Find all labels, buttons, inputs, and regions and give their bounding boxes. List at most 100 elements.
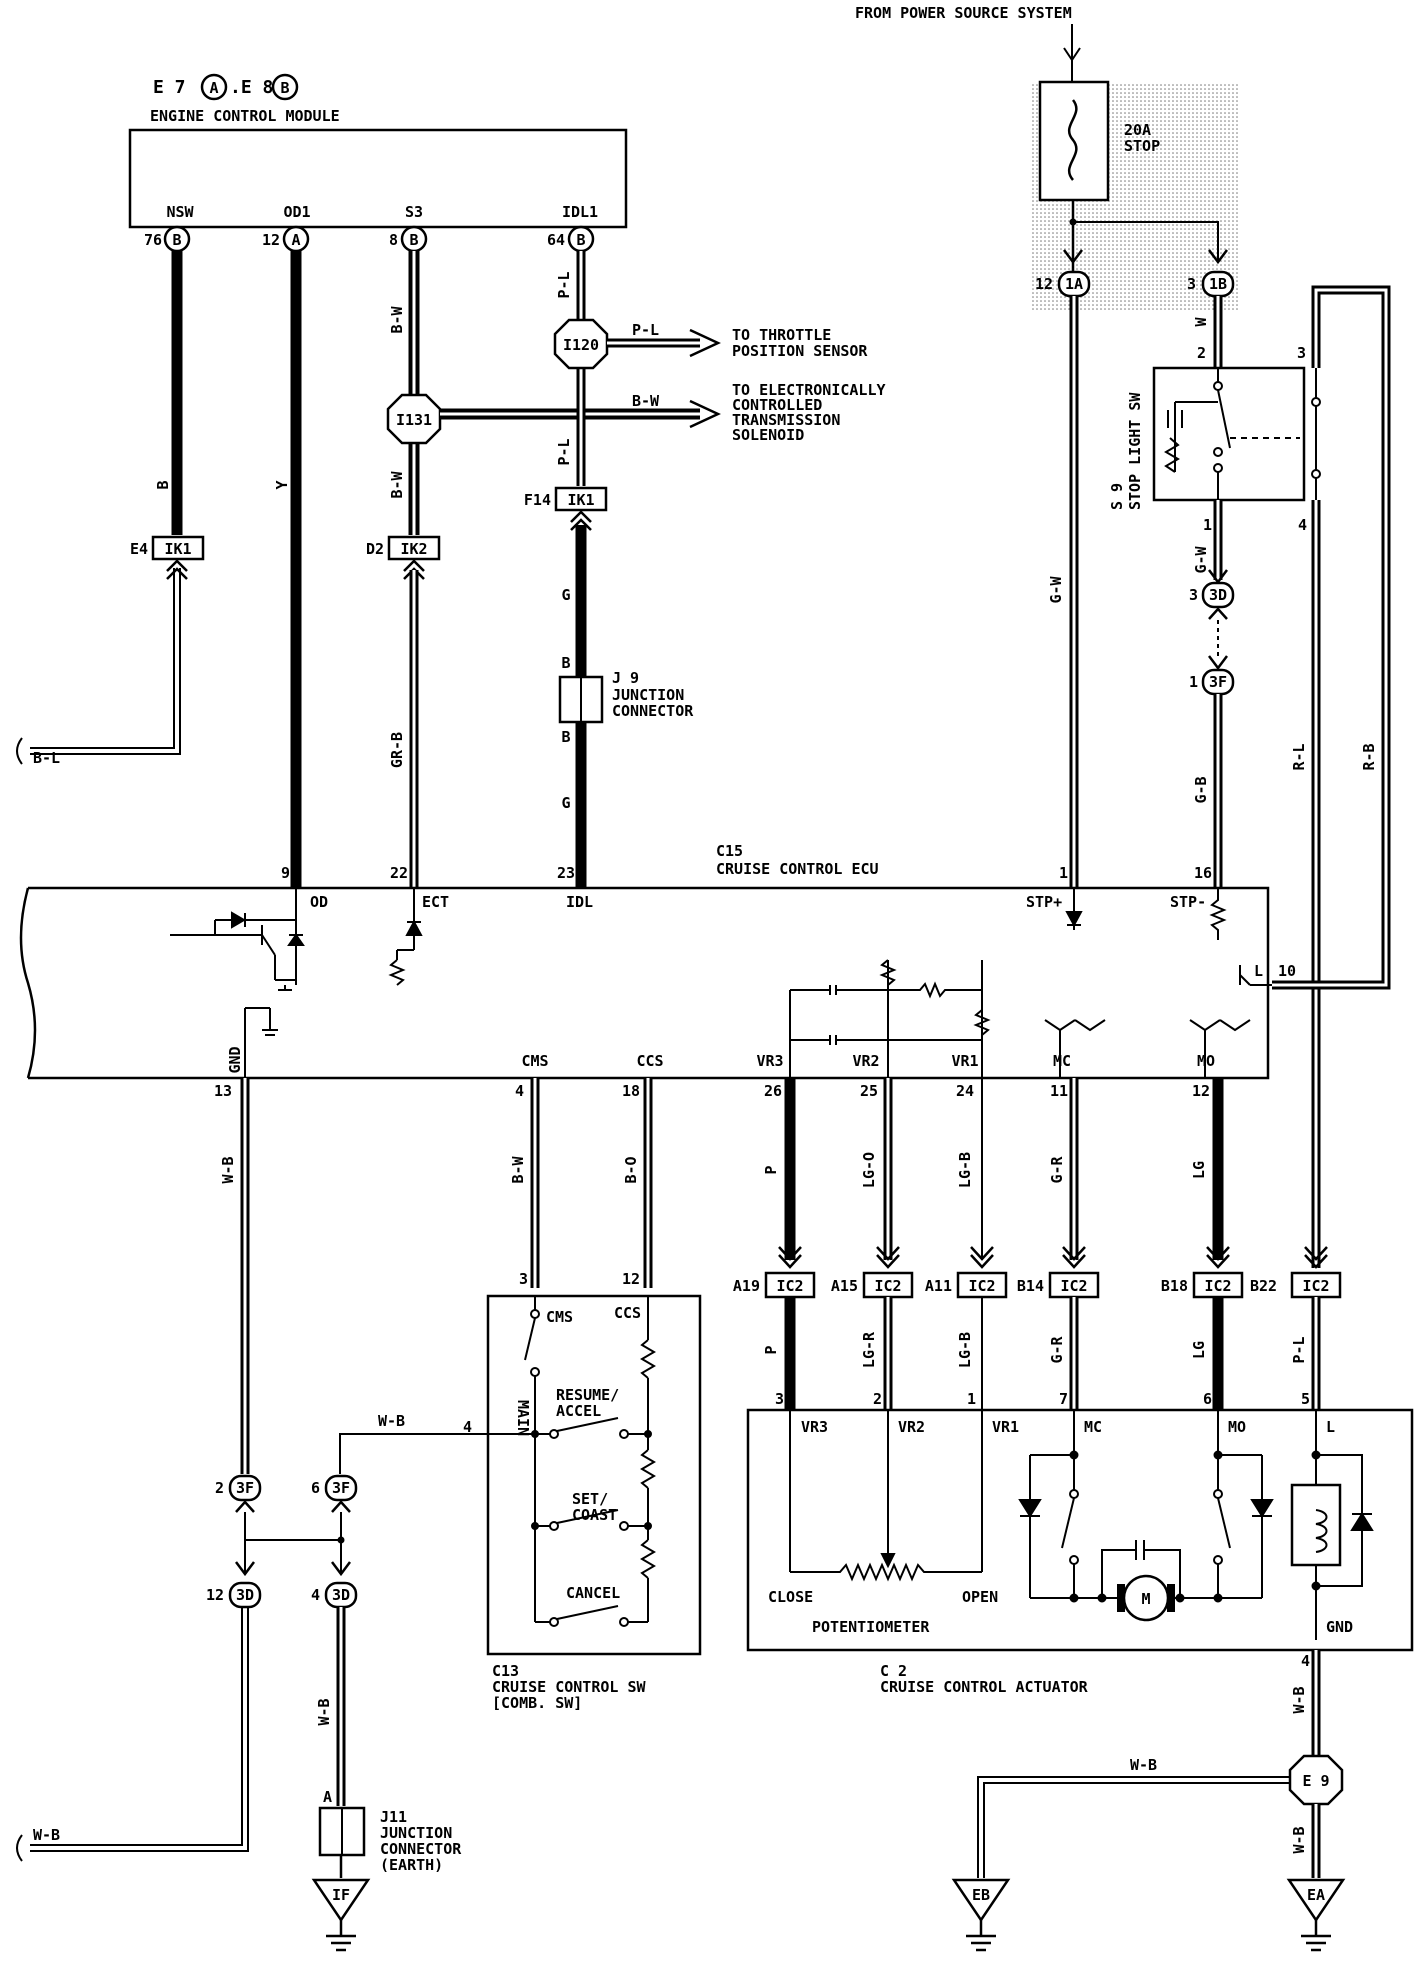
dest-ect-1: TO ELECTRONICALLY [732,381,886,399]
act-pin3: 3 [775,1390,784,1408]
ecu-pin-ccs: CCS [636,1052,663,1070]
ecu-pin-1: 1 [1059,864,1068,882]
ecu-pin-26: 26 [764,1082,782,1100]
ecu-pin-22: 22 [390,864,408,882]
junction-i120: I120 [553,318,609,370]
wire-lg-b-2: LG-B [956,1332,974,1368]
svg-text:B22: B22 [1250,1277,1277,1295]
j9-code: J 9 [612,669,639,687]
svg-text:1B: 1B [1209,275,1227,293]
sw-pin12: 12 [622,1270,640,1288]
svg-text:IDL1: IDL1 [562,203,598,221]
dest-tps-1: TO THROTTLE [732,326,831,344]
j11-l1: JUNCTION [380,1824,452,1842]
ecu-pin-vr2: VR2 [852,1052,879,1070]
svg-text:E4: E4 [130,540,148,558]
ic2-chevrons [778,1246,1328,1269]
svg-text:F14: F14 [524,491,551,509]
svg-text:IF: IF [332,1886,350,1904]
svg-text:IK1: IK1 [164,540,191,558]
j11-l3: (EARTH) [380,1856,443,1874]
wire-w-b-gnd: W-B [219,1156,237,1183]
conn-3d-stop: 3 3D [1189,581,1235,609]
ecu-pin-11: 11 [1050,1082,1068,1100]
svg-text:76: 76 [144,231,162,249]
connector-ik1-e4: E4 IK1 [130,535,205,561]
wire-w-b-j11: W-B [315,1698,333,1725]
wire-b-1: B [561,654,570,672]
svg-text:1A: 1A [1065,275,1083,293]
svg-text:3: 3 [1187,275,1196,293]
svg-text:.E 8: .E 8 [230,77,273,98]
wire-g-r-mc: G-R [1048,1155,1066,1183]
gnd-chevrons [235,1500,351,1577]
act-open: OPEN [962,1588,998,1606]
ecu-internals [170,888,1272,1078]
connector-ik1-f14: F14 IK1 [524,486,608,512]
ecu-pin-24: 24 [956,1082,974,1100]
act-vr1: VR1 [992,1418,1019,1436]
ecu-pin-l: L [1254,962,1263,980]
stop-light-code: S 9 [1108,483,1126,510]
ecu-pin-stp-minus: STP- [1170,893,1206,911]
conn-ic2-a11: A11 IC2 [925,1271,1008,1299]
wire-p-vr3-b: P [762,1345,780,1354]
j11-code: J11 [380,1808,407,1826]
junction-connector-j11 [318,1806,366,1857]
sw-accel: ACCEL [556,1402,601,1420]
svg-text:I131: I131 [396,411,432,429]
j11-pin-a: A [323,1788,332,1806]
ground-eb: EB [951,1878,1011,1952]
wire-p-l-right: P-L [632,321,659,339]
svg-text:IC2: IC2 [1060,1277,1087,1295]
ecu-pin-od: OD [310,893,328,911]
act-pin2: 2 [873,1390,882,1408]
act-name: CRUISE CONTROL ACTUATOR [880,1678,1089,1696]
sw-pin4: 4 [463,1418,472,1436]
ecu-pin-12: 12 [1192,1082,1210,1100]
ecm-title: ENGINE CONTROL MODULE [150,107,340,125]
wire-g-1: G [561,586,570,604]
wire-y-od1: Y [273,480,291,489]
junction-i131: I131 [386,393,442,445]
ecu-pin-16: 16 [1194,864,1212,882]
act-vr2: VR2 [898,1418,925,1436]
conn-3f-stop: 1 3F [1189,668,1235,696]
svg-text:IC2: IC2 [874,1277,901,1295]
stop-sw-pin1: 1 [1203,516,1212,534]
dest-ect-2: CONTROLLED [732,396,822,414]
act-pin5: 5 [1301,1390,1310,1408]
ecu-pin-cms: CMS [521,1052,548,1070]
ecu-code: C15 [716,842,743,860]
wire-b-w-cms: B-W [509,1155,527,1183]
ecu-pin-13: 13 [214,1082,232,1100]
svg-text:B: B [576,231,585,249]
svg-text:B14: B14 [1017,1277,1044,1295]
svg-text:E 9: E 9 [1302,1772,1329,1790]
svg-text:1: 1 [1189,673,1198,691]
wire-w-b-c2: W-B [1290,1686,1308,1713]
act-l: L [1326,1418,1335,1436]
svg-text:B: B [409,231,418,249]
wire-p-l-l: P-L [1290,1336,1308,1363]
junction-connector-j9 [558,675,604,724]
svg-text:A: A [209,79,218,97]
dest-tps-2: POSITION SENSOR [732,342,868,360]
cruise-control-ecu-box [19,886,1270,1080]
ecu-name: CRUISE CONTROL ECU [716,860,879,878]
act-motor: M [1141,1590,1150,1608]
sw-main: MAIN [514,1400,532,1436]
svg-text:12: 12 [1035,275,1053,293]
switch-internals [488,1296,656,1627]
act-mc: MC [1084,1418,1102,1436]
svg-text:IC2: IC2 [1302,1277,1329,1295]
svg-text:12: 12 [262,231,280,249]
connector-ik2-d2: D2 IK2 [366,535,441,561]
ecu-pin-mo: MO [1197,1052,1215,1070]
svg-text:B18: B18 [1161,1277,1188,1295]
wire-g-2: G [561,794,570,812]
sw-cancel: CANCEL [566,1584,620,1602]
wire-w-b-e9: W-B [1130,1756,1157,1774]
wire-b-w-right: B-W [632,392,660,410]
